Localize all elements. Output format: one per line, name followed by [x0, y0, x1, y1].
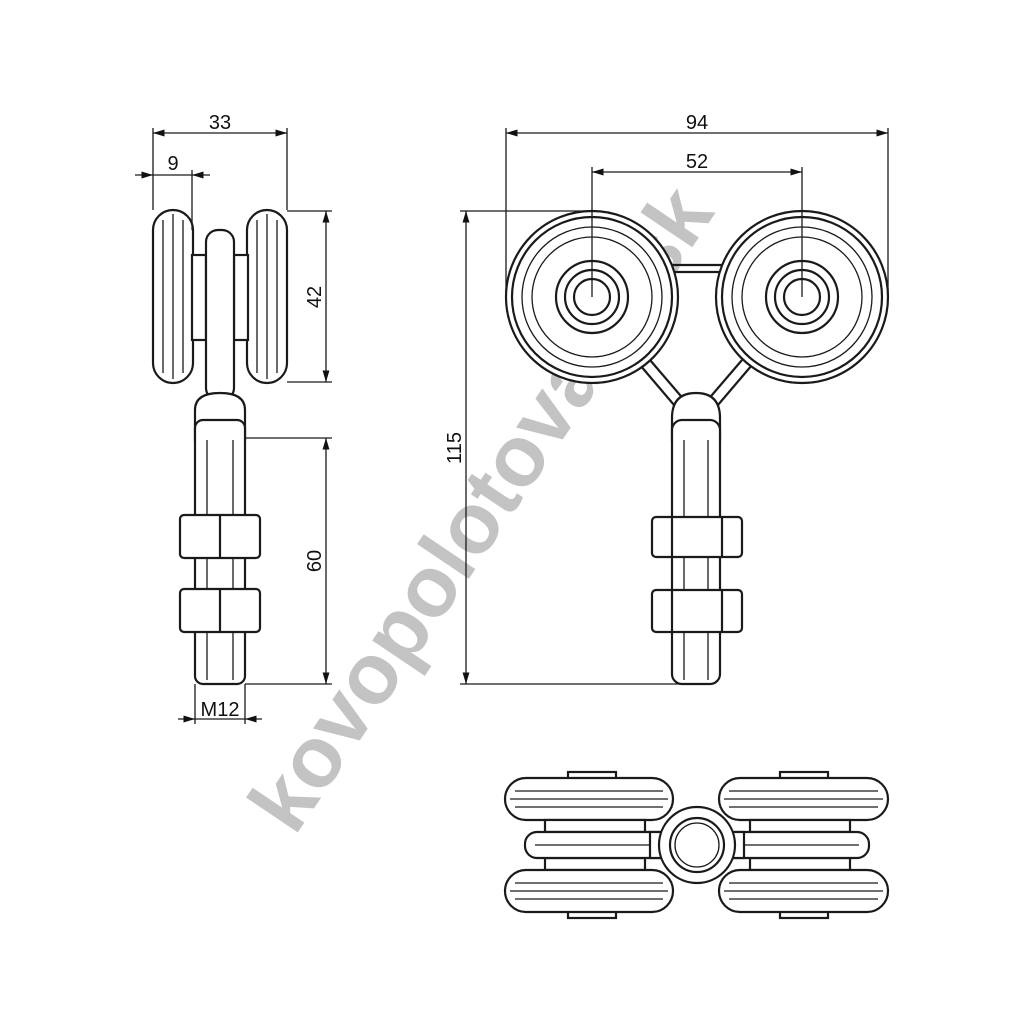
front-view-dimensions: 94 52 115: [444, 112, 889, 685]
dim-42: 42: [304, 286, 326, 308]
dim-52: 52: [686, 151, 708, 173]
side-view: [151, 208, 289, 686]
dim-33: 33: [209, 112, 231, 134]
dim-94: 94: [686, 112, 708, 134]
dim-60: 60: [304, 550, 326, 572]
dim-115: 115: [444, 432, 466, 464]
side-view-dimensions: 33 9 42 60 M12: [135, 112, 332, 724]
dim-m12: M12: [201, 699, 240, 721]
dim-9: 9: [167, 153, 178, 175]
bottom-view: [503, 770, 890, 920]
